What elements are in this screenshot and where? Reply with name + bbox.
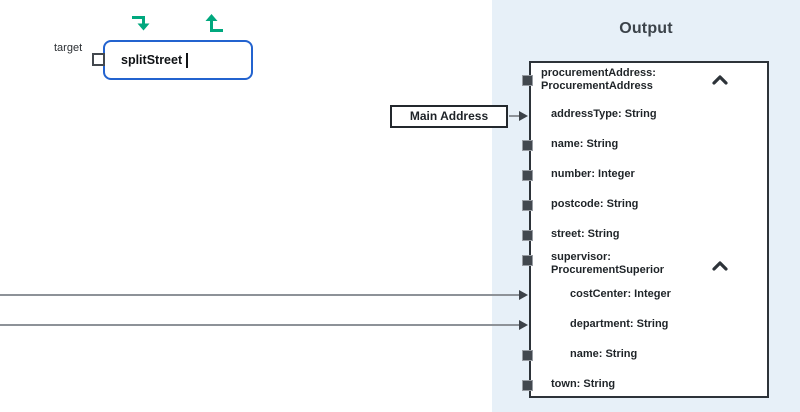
- tree-row-name[interactable]: name: String: [551, 138, 619, 150]
- tree-row-postcode[interactable]: postcode: String: [551, 198, 639, 210]
- output-schema-box: procurementAddress: ProcurementAddress a…: [529, 61, 769, 398]
- target-label: target: [54, 42, 83, 54]
- map-output-arrow-icon[interactable]: [203, 13, 225, 35]
- connector-handle[interactable]: [522, 380, 533, 391]
- arrow-line: [0, 294, 520, 296]
- connector-handle[interactable]: [522, 140, 533, 151]
- tree-row-supervisor-name[interactable]: name: String: [570, 348, 638, 360]
- arrow-line: [0, 324, 520, 326]
- arrowhead-icon: [519, 111, 528, 121]
- tree-row-address-type[interactable]: addressType: String: [551, 108, 657, 120]
- tree-row-supervisor[interactable]: supervisor: ProcurementSuperior: [551, 251, 665, 276]
- tree-row-number[interactable]: number: Integer: [551, 168, 635, 180]
- field-value: splitStreet: [121, 53, 183, 67]
- field-connector-handle[interactable]: [92, 53, 105, 66]
- arrowhead-icon: [519, 320, 528, 330]
- arrowhead-icon: [519, 290, 528, 300]
- connector-handle[interactable]: [522, 75, 533, 86]
- collapse-chevron-up-icon[interactable]: [712, 261, 728, 271]
- tree-row-street[interactable]: street: String: [551, 228, 620, 240]
- connector-handle[interactable]: [522, 350, 533, 361]
- tree-row-cost-center[interactable]: costCenter: Integer: [570, 288, 671, 300]
- connector-handle[interactable]: [522, 170, 533, 181]
- text-caret: [186, 53, 188, 68]
- connector-handle[interactable]: [522, 230, 533, 241]
- tree-row-department[interactable]: department: String: [570, 318, 669, 330]
- tree-row-town[interactable]: town: String: [551, 378, 616, 390]
- collapse-chevron-up-icon[interactable]: [712, 75, 728, 85]
- arrow-line: [509, 115, 521, 117]
- connector-handle[interactable]: [522, 200, 533, 211]
- tree-row-procurement-address[interactable]: procurementAddress: ProcurementAddress: [541, 67, 656, 92]
- connector-handle[interactable]: [522, 255, 533, 266]
- main-address-node[interactable]: Main Address: [390, 105, 508, 128]
- split-street-field[interactable]: splitStreet: [103, 40, 253, 80]
- output-panel-title: Output: [619, 20, 673, 37]
- map-input-arrow-icon[interactable]: [130, 13, 152, 35]
